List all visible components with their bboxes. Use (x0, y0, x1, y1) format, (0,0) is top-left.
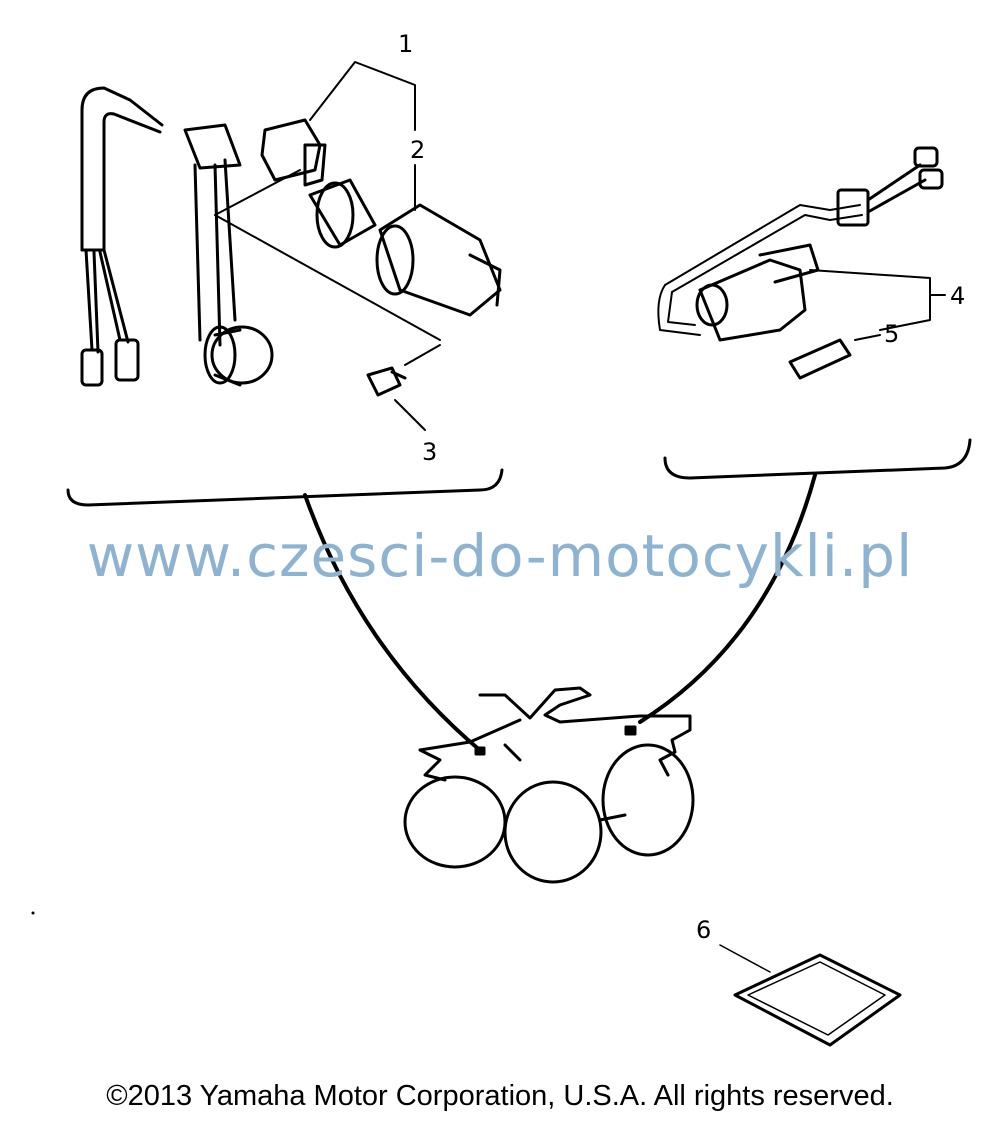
callout-1: 1 (398, 30, 414, 58)
atv-outline-icon (403, 686, 695, 884)
callout-4: 4 (950, 282, 966, 310)
left-group-bracket (66, 468, 504, 507)
copyright-notice: ©2013 Yamaha Motor Corporation, U.S.A. A… (106, 1080, 894, 1112)
callout-6: 6 (696, 916, 712, 944)
callout-5: 5 (884, 320, 900, 348)
connector-arc-left (303, 493, 484, 754)
stray-dot (31, 911, 35, 915)
watermark-text: www.czesci-do-motocykli.pl (86, 522, 914, 590)
right-group-bracket (663, 438, 972, 480)
solenoid-relay-assembly-icon (657, 146, 944, 380)
callout-leaders-right (809, 269, 946, 341)
starter-motor-assembly-icon (80, 86, 502, 397)
connector-arc-right (638, 473, 817, 724)
gasket-plate-icon (719, 944, 902, 1047)
callout-3: 3 (422, 438, 438, 466)
callout-leaders-left (309, 61, 426, 431)
callout-2: 2 (410, 136, 426, 164)
